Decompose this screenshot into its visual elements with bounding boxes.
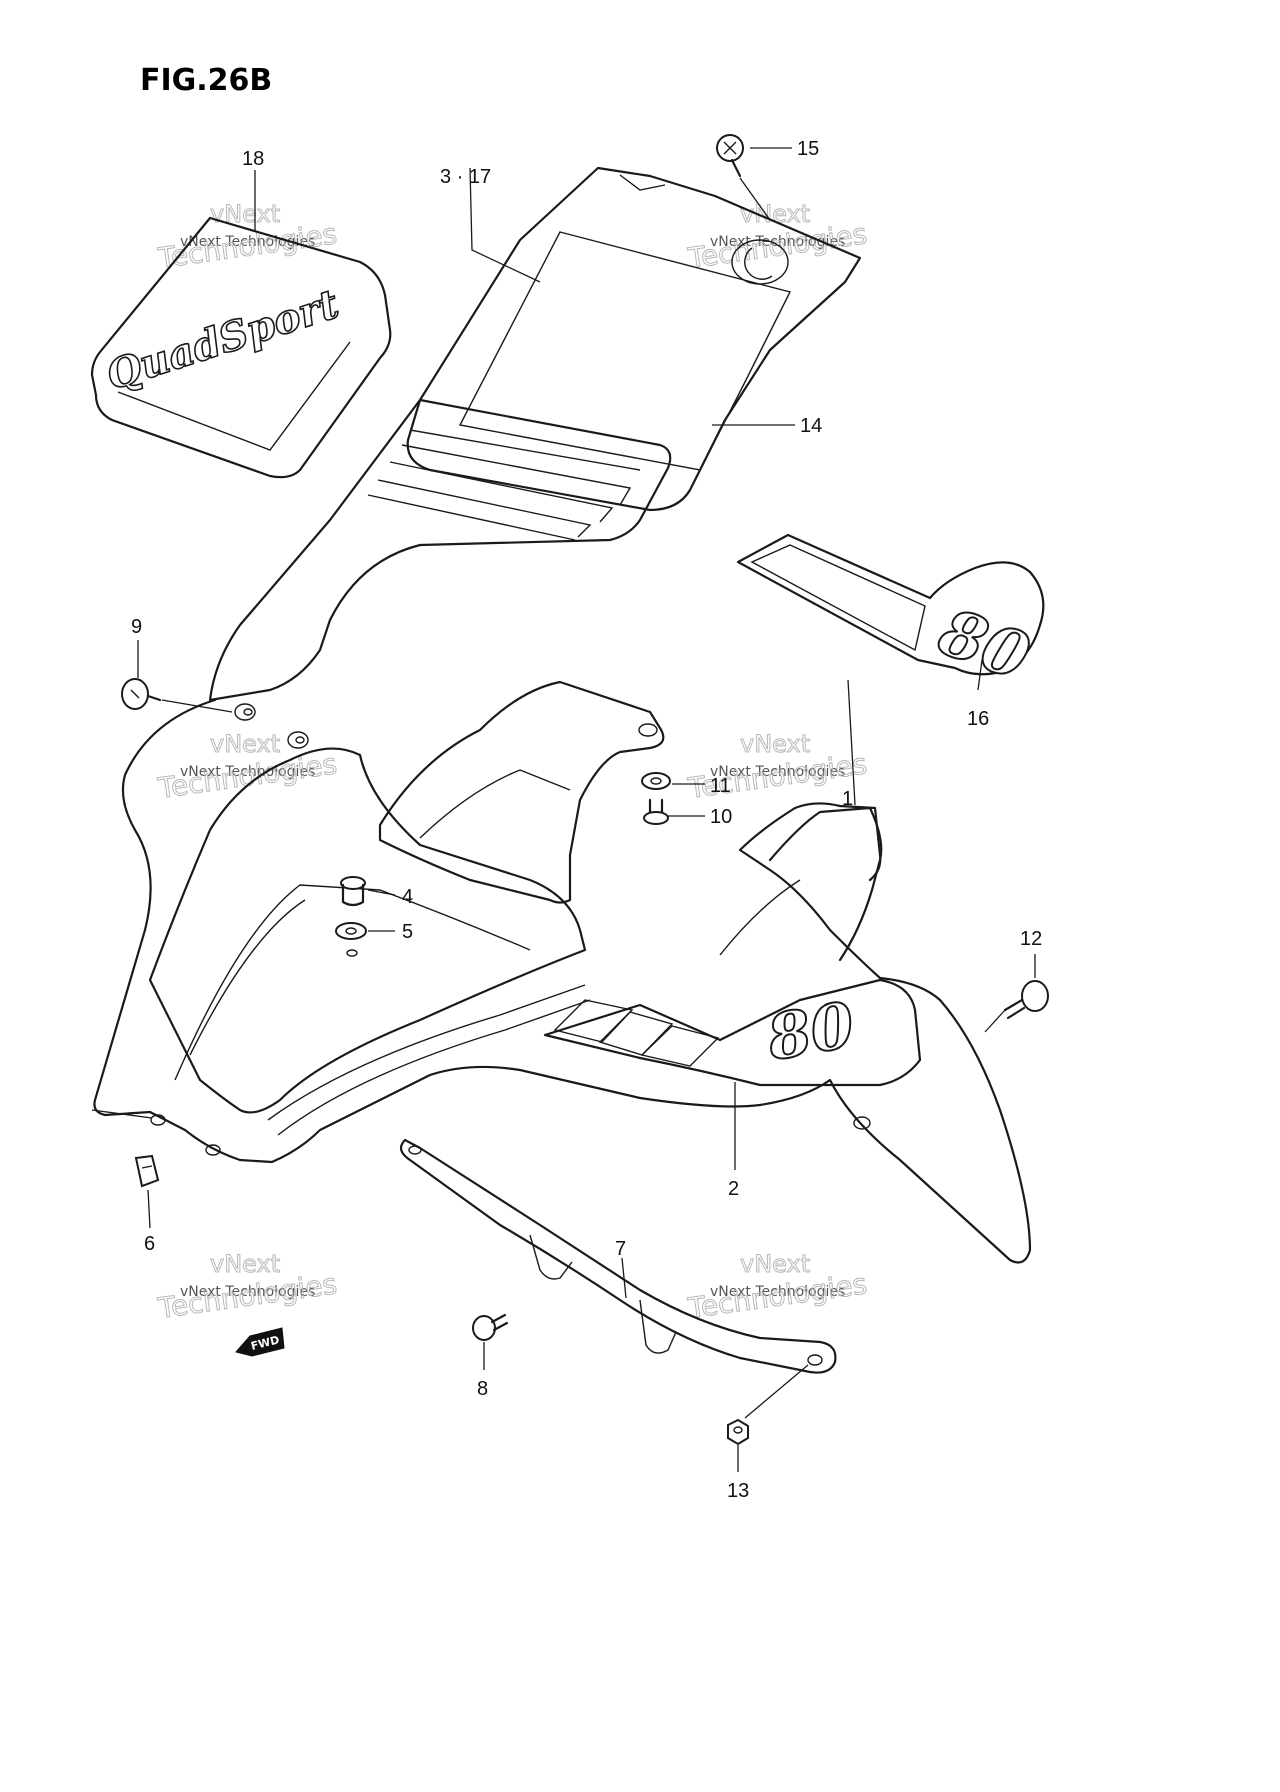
bolt-10-icon — [643, 798, 669, 825]
bolt-8-icon — [472, 1313, 509, 1341]
bolt-4-icon — [340, 876, 366, 907]
callout-4: 4 — [402, 886, 413, 908]
nut-13-icon — [727, 1418, 749, 1446]
callout-13: 13 — [727, 1480, 749, 1502]
clip-nut-6-icon — [134, 1154, 160, 1188]
decal-80-logo: 80 — [929, 594, 1039, 695]
svg-text:vNext: vNext — [740, 1250, 810, 1278]
callout-9: 9 — [131, 616, 142, 638]
front-fender: 80 — [93, 398, 1032, 1264]
figure-title: FIG.26B — [140, 63, 272, 98]
washer-5-icon — [335, 922, 367, 940]
callout-3-17: 3 · 17 — [440, 166, 491, 188]
svg-text:vNext: vNext — [210, 1250, 280, 1278]
washer-11-icon — [641, 772, 671, 790]
fender-80-logo: 80 — [761, 988, 860, 1075]
watermark: vNext vNext Technologies Technologies — [155, 1250, 340, 1326]
leader-lines — [91, 147, 1036, 1472]
callout-7: 7 — [615, 1238, 626, 1260]
callout-8: 8 — [477, 1378, 488, 1400]
svg-text:vNext Technologies: vNext Technologies — [180, 764, 315, 780]
watermark: vNext vNext Technologies Technologies — [685, 1250, 870, 1326]
svg-text:vNext Technologies: vNext Technologies — [710, 764, 845, 780]
watermark-group: vNext vNext Technologies Technologies vN… — [155, 200, 870, 1326]
svg-text:vNext: vNext — [740, 730, 810, 758]
callout-15: 15 — [797, 138, 819, 160]
callout-18: 18 — [242, 148, 264, 170]
fwd-arrow-icon: FWD — [235, 1327, 285, 1357]
svg-text:vNext: vNext — [210, 200, 280, 228]
callout-11: 11 — [710, 775, 731, 797]
bolt-12-icon — [1003, 980, 1049, 1020]
callout-14: 14 — [800, 415, 822, 437]
svg-text:vNext Technologies: vNext Technologies — [710, 1284, 845, 1300]
watermark: vNext vNext Technologies Technologies — [155, 200, 340, 276]
svg-text:vNext Technologies: vNext Technologies — [180, 1284, 315, 1300]
svg-text:vNext: vNext — [210, 730, 280, 758]
callout-16: 16 — [967, 708, 989, 730]
screw-9-icon — [121, 678, 162, 710]
callout-labels: 1 2 3 · 17 4 5 6 7 8 9 10 11 12 13 14 15… — [131, 138, 1042, 1502]
watermark: vNext vNext Technologies Technologies — [685, 200, 870, 276]
svg-text:vNext: vNext — [740, 200, 810, 228]
callout-10: 10 — [710, 806, 732, 828]
callout-12: 12 — [1020, 928, 1042, 950]
callout-5: 5 — [402, 921, 413, 943]
callout-2: 2 — [728, 1178, 739, 1200]
screw-15-icon — [716, 134, 744, 178]
fender-brace — [399, 1138, 837, 1374]
quadsport-logo-text: QuadSport — [101, 280, 345, 399]
number-80-decal: 80 — [736, 533, 1045, 696]
callout-6: 6 — [144, 1233, 155, 1255]
watermark: vNext vNext Technologies Technologies — [155, 730, 340, 806]
callout-1: 1 — [842, 788, 853, 810]
